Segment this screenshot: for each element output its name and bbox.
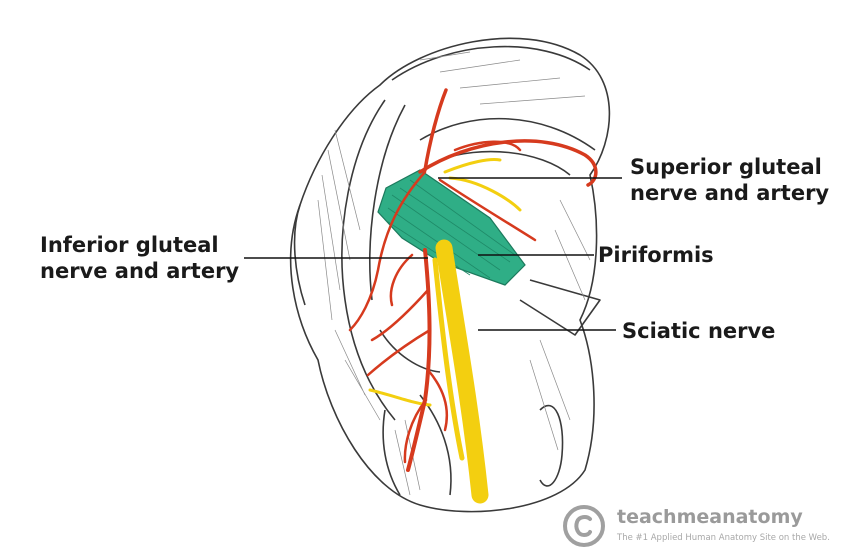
piriformis-fibers [384,179,516,279]
superior-gluteal-label-line-1: Superior gluteal [630,155,822,179]
ischial-outline [379,329,441,373]
piriformis-label: Piriformis [598,243,714,267]
gluteal-region-drawing [289,37,611,513]
superior-gluteal-artery-branches [348,140,537,332]
gluteus-medius-edge [439,150,571,176]
inner-flap-edge [369,104,406,301]
superior-gluteal-label-line-2: nerve and artery [630,181,830,205]
watermark: teachmeanatomy The #1 Applied Human Anat… [562,504,852,548]
left-hatch-region [293,204,306,306]
superior-gluteal-nerve [443,158,522,212]
inferior-gluteal-label-line-2: nerve and artery [40,259,240,283]
nerves [368,158,522,504]
watermark-name: teachmeanatomy [617,506,803,528]
inferior-gluteal-label-line-1: Inferior gluteal [40,233,219,257]
internal-pudendal-artery [389,253,414,307]
inferior-gluteal-artery-branches [366,288,449,464]
thigh-contour [382,409,401,496]
superior-gluteal-artery-arch [418,139,598,187]
sciatic-nerve-label: Sciatic nerve [622,319,776,343]
arteries [348,88,598,472]
superior-gluteal-artery-upward [423,88,448,172]
superior-gluteal-label: Superior gluteal nerve and artery [630,154,829,206]
copyright-circle-icon [563,505,605,547]
cut-muscle-edge-upper [419,117,596,151]
inferior-gluteal-label: Inferior gluteal nerve and artery [40,232,239,284]
gluteal-outer-contour [289,37,611,513]
watermark-tagline: The #1 Applied Human Anatomy Site on the… [617,533,830,543]
inferior-gluteal-artery [406,248,432,472]
inferior-gluteal-nerve-branch [368,388,432,407]
left-cut-flap [341,99,396,421]
posterior-cutaneous-nerve [432,257,465,461]
right-cut-edge [519,279,601,336]
sciatic-nerve [435,239,489,504]
leader-lines [244,177,622,331]
right-muscle-slip [539,404,564,487]
iliac-crest-outline [391,45,591,81]
